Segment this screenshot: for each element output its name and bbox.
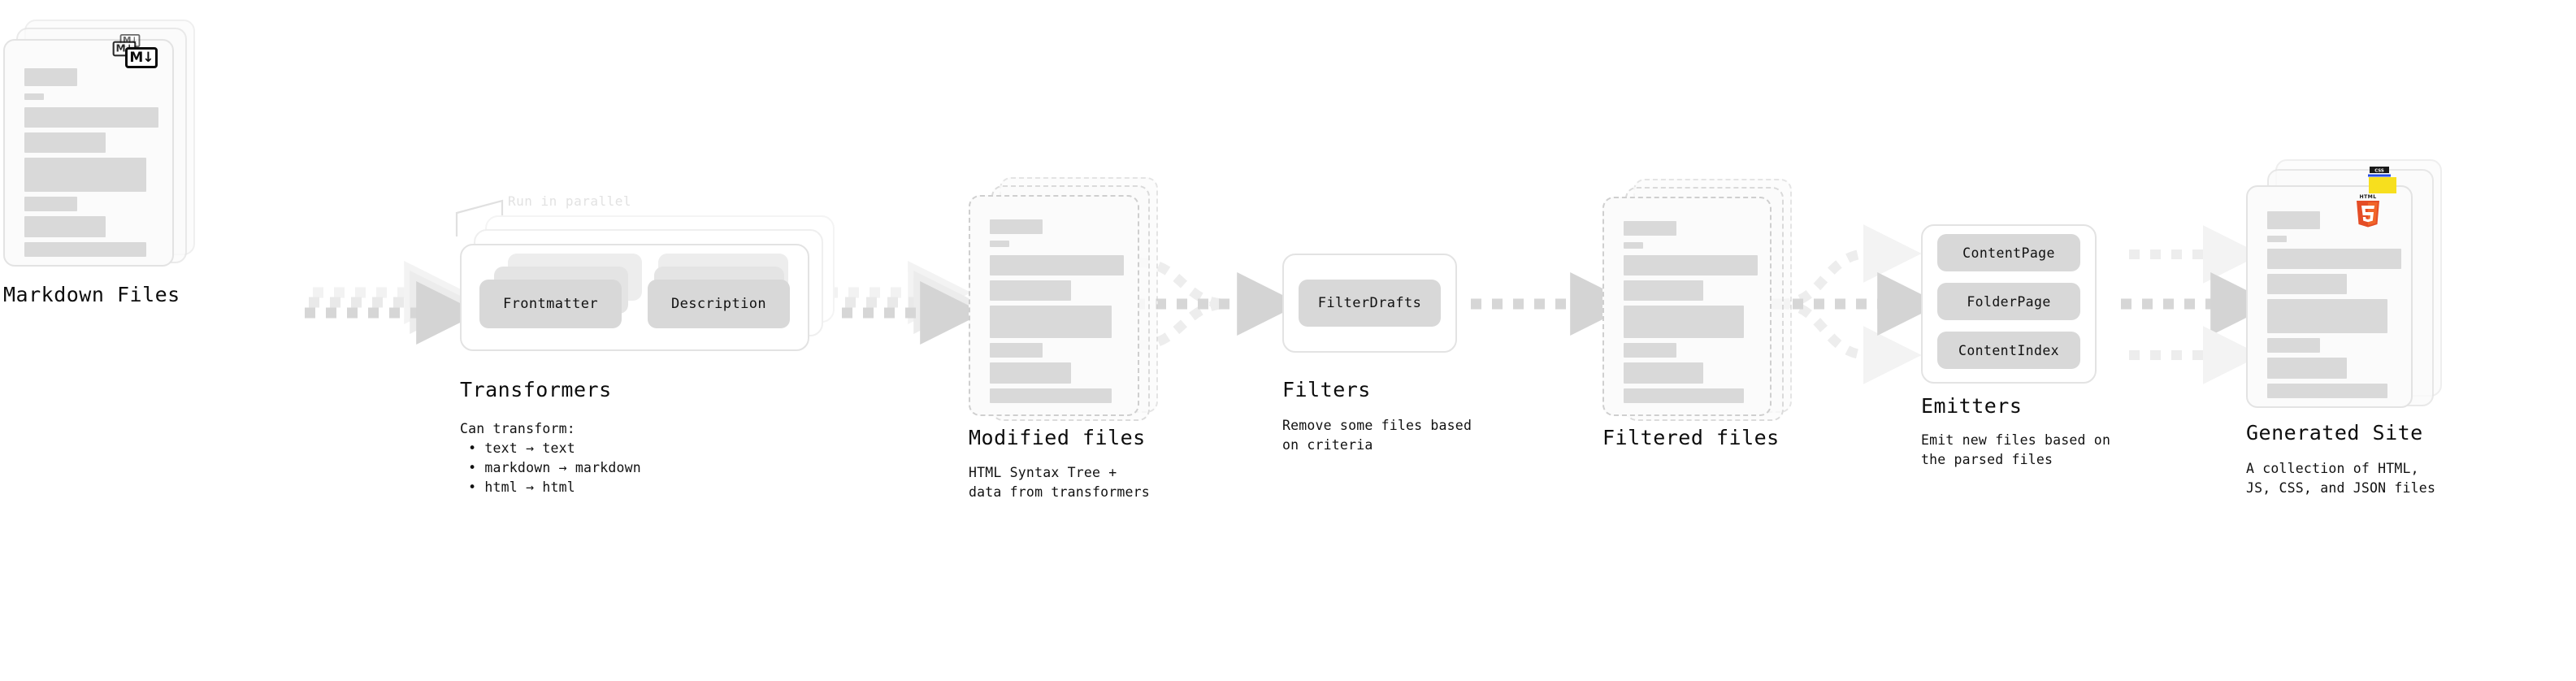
stage-title-markdown-files: Markdown Files — [3, 283, 180, 306]
chip-content-index[interactable]: ContentIndex — [1937, 332, 2080, 369]
run-in-parallel-label: Run in parallel — [508, 193, 631, 209]
stage-title-emitters: Emitters — [1921, 394, 2023, 418]
chip-description-label: Description — [671, 296, 766, 312]
markdown-icon: M↓ — [125, 47, 158, 68]
stage-subtitle-filters: Remove some files based on criteria — [1282, 418, 1472, 453]
stage-title-transformers: Transformers — [460, 378, 612, 401]
chip-content-index-label: ContentIndex — [1958, 342, 2059, 358]
markdown-card-front — [3, 39, 174, 267]
stage-subtitle-emitters: Emit new files based on the parsed files — [1921, 432, 2111, 467]
modified-card-front — [969, 195, 1139, 416]
chip-content-page-label: ContentPage — [1962, 245, 2055, 261]
site-card-front — [2246, 185, 2413, 408]
arrow-transformers-to-modified — [821, 261, 984, 345]
svg-text:HTML: HTML — [2359, 194, 2376, 200]
chip-frontmatter[interactable]: Frontmatter — [479, 280, 622, 328]
markdown-icon-label-back: M↓ — [123, 36, 138, 46]
filtered-card-front — [1602, 197, 1772, 416]
stage-title-filtered-files: Filtered files — [1602, 426, 1780, 449]
stage-subtitle-transformers: Can transform: • text → text • markdown … — [460, 421, 641, 495]
chip-frontmatter-label: Frontmatter — [503, 296, 598, 312]
stage-subtitle-modified-files: HTML Syntax Tree + data from transformer… — [969, 465, 1150, 500]
stage-subtitle-generated-site: A collection of HTML, JS, CSS, and JSON … — [2246, 461, 2436, 496]
chip-folder-page-label: FolderPage — [1967, 293, 2051, 310]
arrow-markdown-to-transformers — [305, 261, 480, 345]
stage-title-filters: Filters — [1282, 378, 1371, 401]
arrow-emitters-to-site — [2121, 225, 2275, 384]
chip-filter-drafts[interactable]: FilterDrafts — [1299, 280, 1441, 327]
svg-text:CSS: CSS — [2374, 169, 2384, 174]
css3-icon: CSS — [2367, 166, 2392, 177]
markdown-icon-label: M↓ — [129, 49, 154, 66]
js-icon — [2369, 177, 2396, 193]
chip-description[interactable]: Description — [648, 280, 790, 328]
chip-content-page[interactable]: ContentPage — [1937, 234, 2080, 271]
chip-folder-page[interactable]: FolderPage — [1937, 283, 2080, 320]
stage-title-generated-site: Generated Site — [2246, 421, 2423, 445]
html5-icon: HTML — [2353, 192, 2383, 228]
stage-title-modified-files: Modified files — [969, 426, 1146, 449]
chip-filter-drafts-label: FilterDrafts — [1317, 295, 1422, 311]
